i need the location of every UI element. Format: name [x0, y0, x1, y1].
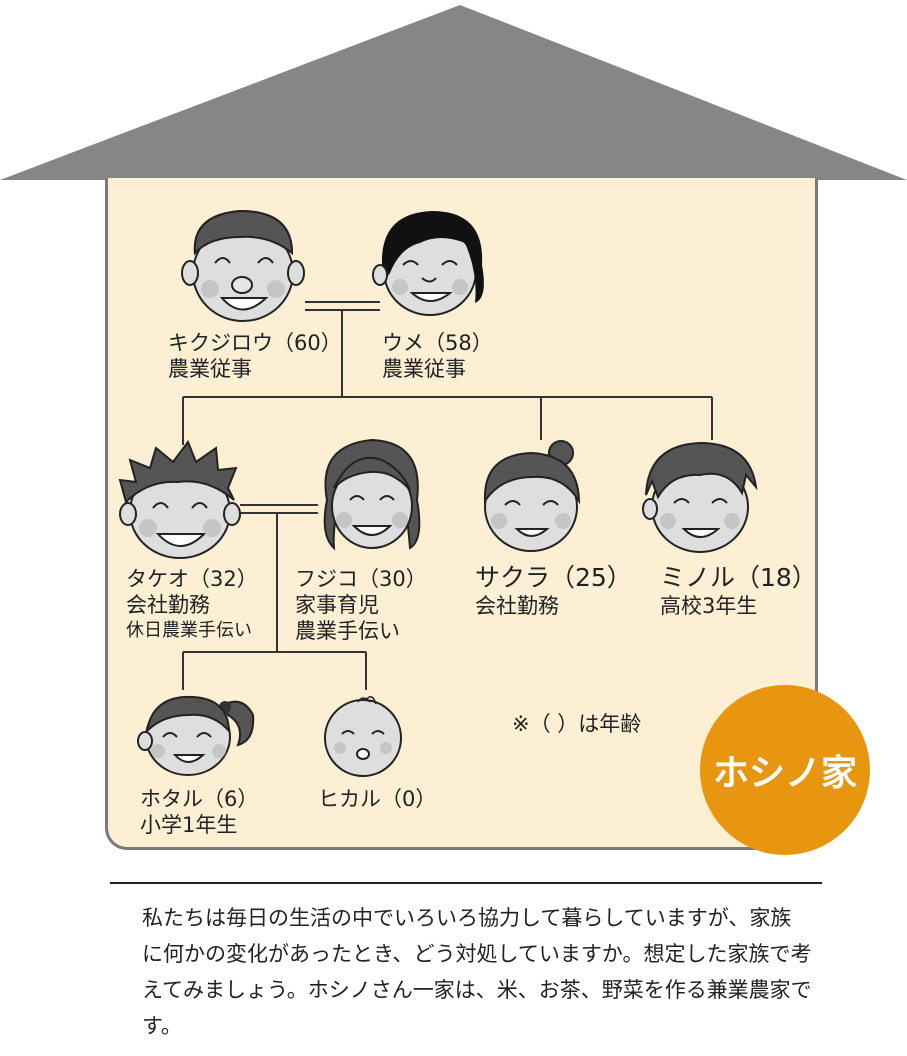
minoru-role: 高校3年生 [660, 594, 758, 618]
family-name-text: ホシノ家 [712, 753, 857, 794]
takeo-label: タケオ（32） 会社勤務 休日農業手伝い [126, 566, 258, 644]
sakura-face [483, 440, 581, 552]
takeo-name: タケオ（32） [126, 567, 258, 591]
hotaru-name: ホタル（6） [140, 787, 259, 811]
takeo-extra: 休日農業手伝い [126, 620, 252, 641]
hotaru-role: 小学1年生 [140, 813, 238, 837]
family-name-badge: ホシノ家 [700, 685, 870, 855]
minoru-name: ミノル（18） [660, 563, 817, 592]
ume-role: 農業従事 [382, 357, 466, 381]
divider [110, 882, 822, 884]
sakura-label: サクラ（25） 会社勤務 [475, 563, 632, 619]
ume-face [372, 211, 484, 316]
fujiko-label: フジコ（30） 家事育児 農業手伝い [295, 566, 427, 644]
kikujirou-role: 農業従事 [168, 357, 252, 381]
kikujirou-label: キクジロウ（60） 農業従事 [168, 330, 342, 382]
fujiko-name: フジコ（30） [295, 567, 427, 591]
sakura-name: サクラ（25） [475, 563, 632, 592]
fujiko-face [323, 438, 421, 551]
hotaru-label: ホタル（6） 小学1年生 [140, 786, 258, 838]
hotaru-face [137, 695, 255, 776]
ume-label: ウメ（58） 農業従事 [382, 330, 493, 382]
takeo-face [118, 440, 241, 559]
fujiko-role: 家事育児 [295, 593, 379, 617]
age-note: ※（ ）は年齢 [512, 712, 642, 736]
minoru-label: ミノル（18） 高校3年生 [660, 563, 817, 619]
fujiko-extra: 農業手伝い [295, 619, 400, 643]
hikaru-name: ヒカル（0） [318, 787, 437, 811]
hikaru-face [324, 696, 402, 777]
hikaru-label: ヒカル（0） [318, 786, 436, 812]
sakura-role: 会社勤務 [475, 594, 559, 618]
minoru-face [642, 441, 758, 553]
ume-name: ウメ（58） [382, 331, 493, 355]
description-text: 私たちは毎日の生活の中でいろいろ協力して暮らしていますが、家族に何かの変化があっ… [142, 906, 812, 1038]
kikujirou-name: キクジロウ（60） [168, 331, 342, 355]
takeo-role: 会社勤務 [126, 593, 210, 617]
kikujirou-face [181, 209, 305, 322]
house-roof [0, 5, 907, 180]
